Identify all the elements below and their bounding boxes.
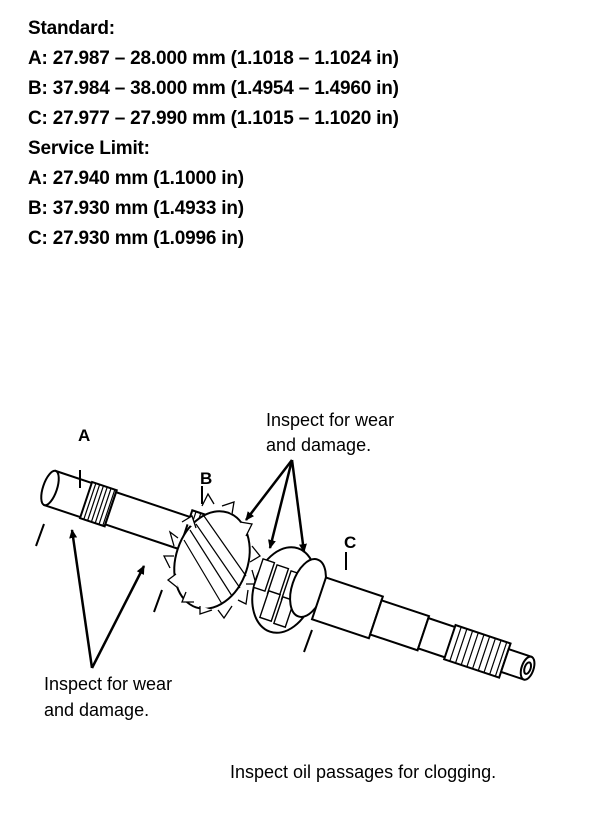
top-callout-line1: Inspect for wear — [266, 410, 394, 430]
left-callout-arrows — [69, 529, 146, 669]
top-callout-arrows — [245, 459, 307, 553]
standard-a: A: 27.987 – 28.000 mm (1.1018 – 1.1024 i… — [28, 48, 399, 69]
small-gear — [251, 546, 327, 634]
left-callout-line2: and damage. — [44, 700, 149, 720]
limit-b: B: 37.930 mm (1.4933 in) — [28, 198, 244, 219]
measurement-marks — [35, 470, 347, 653]
service-limit-heading: Service Limit: — [28, 138, 150, 159]
standard-c: C: 27.977 – 27.990 mm (1.1015 – 1.1020 i… — [28, 108, 399, 129]
shaft-diagram: A B C Inspect for wear and damage. Inspe… — [35, 410, 536, 782]
limit-a: A: 27.940 mm (1.1000 in) — [28, 168, 244, 189]
oil-passage-note: Inspect oil passages for clogging. — [230, 762, 496, 782]
standard-heading: Standard: — [28, 18, 115, 39]
limit-c: C: 27.930 mm (1.0996 in) — [28, 228, 244, 249]
label-c: C — [344, 533, 356, 552]
helical-gear — [162, 492, 261, 620]
top-callout-line2: and damage. — [266, 435, 371, 455]
label-a: A — [78, 426, 90, 445]
standard-b: B: 37.984 – 38.000 mm (1.4954 – 1.4960 i… — [28, 78, 399, 99]
specifications-block: Standard: A: 27.987 – 28.000 mm (1.1018 … — [28, 14, 598, 254]
shaft-right — [310, 576, 536, 681]
left-callout-line1: Inspect for wear — [44, 674, 172, 694]
label-b: B — [200, 469, 212, 488]
